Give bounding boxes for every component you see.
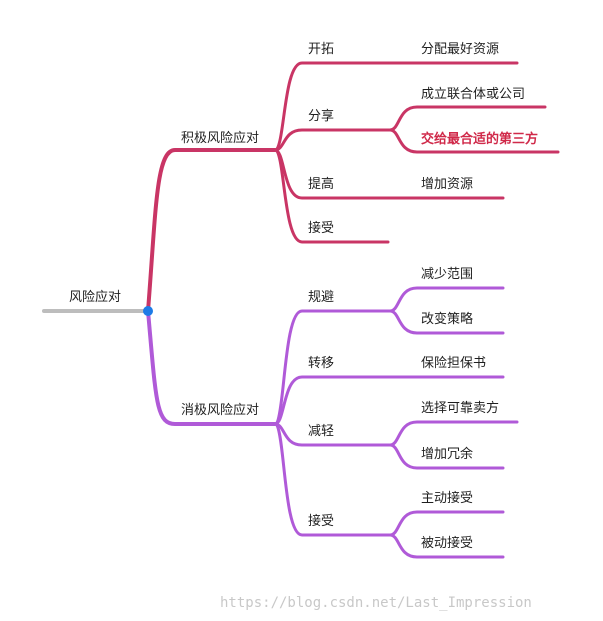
leaf-label-zengjia-ziyuan: 增加资源: [421, 177, 473, 192]
leaf-label-chengli: 成立联合体或公司: [421, 87, 525, 102]
leaf-label-fenpei: 分配最好资源: [421, 42, 499, 57]
leaf-label-zhudong: 主动接受: [421, 490, 473, 506]
leaf-label-jianshao: 减少范围: [421, 267, 473, 282]
leaf-line-xuanze: [388, 420, 519, 447]
child-label-tigao: 提高: [308, 176, 334, 192]
leaf-label-gaibian: 改变策略: [421, 311, 473, 327]
positive-child-line-kaituo: [273, 61, 392, 152]
child-label-fenxiang: 分享: [308, 108, 334, 124]
leaf-label-beidong: 被动接受: [421, 535, 473, 551]
leaf-line-zengjia-rongyu: [388, 443, 505, 470]
negative-branch-label: 消极风险应对: [181, 402, 259, 418]
positive-branch-label: 积极风险应对: [181, 130, 259, 146]
positive-branch-line: [146, 148, 277, 313]
leaf-label-jiaogei-highlighted: 交给最合适的第三方: [421, 131, 538, 147]
leaf-label-zengjia-rongyu: 增加冗余: [421, 446, 473, 462]
leaf-label-xuanze: 选择可靠卖方: [421, 400, 499, 416]
child-label-jieshou-positive: 接受: [308, 220, 334, 236]
negative-child-line-zhuanyi: [273, 375, 392, 426]
negative-branch-line: [146, 309, 277, 426]
leaf-line-beidong: [388, 533, 505, 559]
root-junction-dot: [143, 306, 153, 316]
leaf-line-jianshao: [388, 286, 505, 313]
root-label: 风险应对: [69, 289, 121, 305]
leaf-line-jiaogei: [388, 128, 560, 154]
leaf-line-zhudong: [388, 510, 505, 537]
child-label-kaituo: 开拓: [308, 42, 334, 57]
positive-child-line-fenxiang: [273, 128, 392, 152]
leaf-line-gaibian: [388, 309, 505, 335]
child-label-jianqing: 减轻: [308, 424, 334, 439]
child-label-jieshou-negative: 接受: [308, 513, 334, 529]
child-label-zhuanyi: 转移: [308, 356, 334, 371]
positive-child-line-jieshou: [273, 148, 390, 244]
leaf-label-baoxian: 保险担保书: [421, 356, 486, 371]
watermark-text: https://blog.csdn.net/Last_Impression: [220, 595, 532, 611]
leaf-line-chengli: [388, 105, 547, 132]
child-label-guibi: 规避: [308, 290, 334, 305]
negative-child-line-jieshou: [273, 422, 392, 537]
